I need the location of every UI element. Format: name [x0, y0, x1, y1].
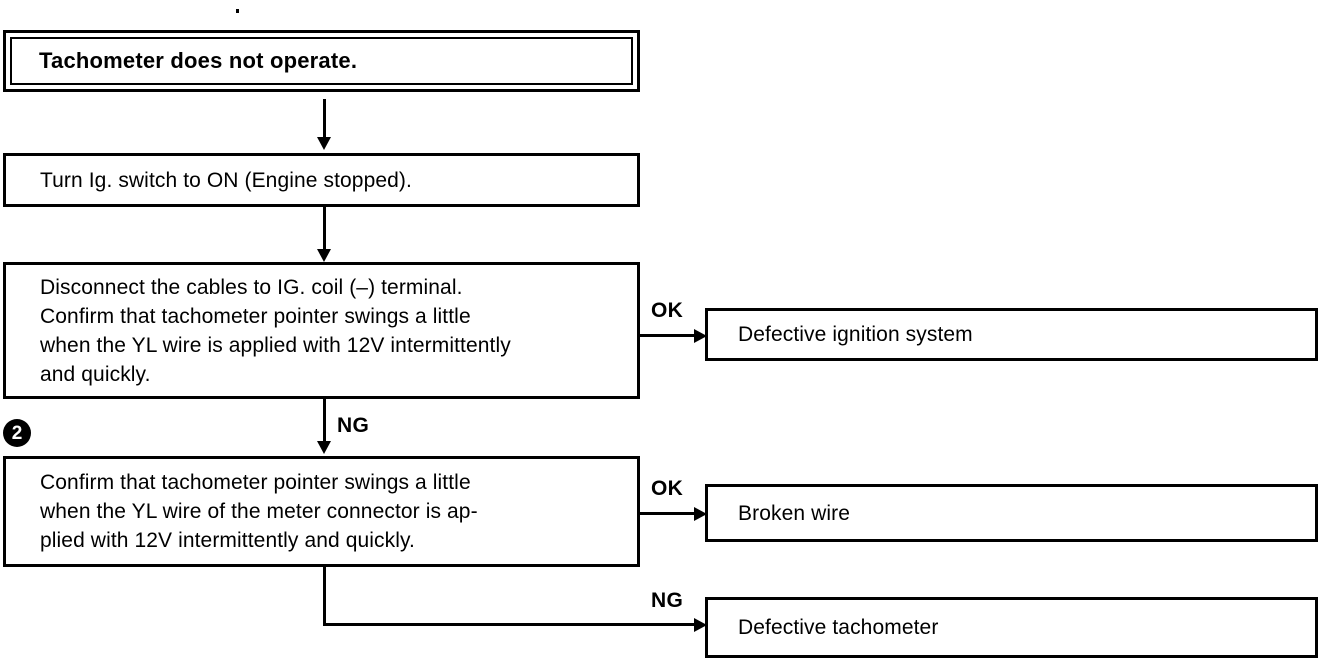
- arrowhead-down-to-step1: [317, 137, 331, 150]
- arrowhead-right-to-broken-wire: [694, 507, 707, 521]
- step-box-meter-connector: Confirm that tachometer pointer swings a…: [3, 456, 640, 567]
- result-box-defective-tachometer: Defective tachometer: [705, 597, 1318, 658]
- result-box-defective-ignition-system-label: Defective ignition system: [738, 323, 973, 346]
- result-box-defective-ignition-system: Defective ignition system: [705, 308, 1318, 361]
- branch-label-ng-step2: NG: [337, 414, 370, 437]
- result-box-broken-wire-label: Broken wire: [738, 501, 850, 525]
- arrowhead-down-to-step3: [317, 441, 331, 454]
- branch-label-ok-step3: OK: [651, 477, 684, 500]
- start-box-tachometer-does-not-operate: Tachometer does not operate.: [3, 30, 640, 92]
- connector-step3-ng-vertical: [323, 567, 326, 626]
- step-marker-2: 2: [3, 419, 31, 447]
- start-box-label: Tachometer does not operate.: [39, 48, 358, 73]
- arrowhead-down-to-step2: [317, 249, 331, 262]
- branch-label-ok-step2: OK: [651, 299, 684, 322]
- start-box-inner-border: Tachometer does not operate.: [10, 37, 633, 85]
- connector-step3-ok: [640, 512, 700, 515]
- connector-step3-ng-horizontal: [323, 623, 700, 626]
- step-box-disconnect-coil: Disconnect the cables to IG. coil (–) te…: [3, 262, 640, 399]
- result-box-broken-wire: Broken wire: [705, 484, 1318, 542]
- step-box-ig-switch: Turn Ig. switch to ON (Engine stopped).: [3, 153, 640, 207]
- connector-step1-to-step2: [323, 207, 326, 251]
- connector-start-to-step1: [323, 99, 326, 139]
- scan-speck: [236, 9, 239, 13]
- step-box-ig-switch-label: Turn Ig. switch to ON (Engine stopped).: [40, 168, 412, 192]
- arrowhead-right-to-defective-tachometer: [694, 618, 707, 632]
- arrowhead-right-to-defective-ignition: [694, 329, 707, 343]
- branch-label-ng-step3: NG: [651, 589, 684, 612]
- step-box-disconnect-coil-label: Disconnect the cables to IG. coil (–) te…: [40, 275, 511, 386]
- connector-step2-ok: [640, 334, 700, 337]
- step-box-meter-connector-label: Confirm that tachometer pointer swings a…: [40, 471, 478, 552]
- result-box-defective-tachometer-label: Defective tachometer: [738, 616, 939, 639]
- connector-step2-ng: [323, 399, 326, 444]
